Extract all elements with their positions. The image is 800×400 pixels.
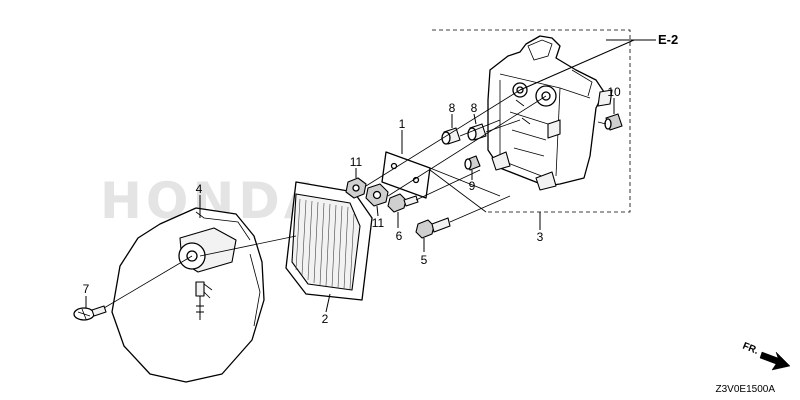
- callout-4: 4: [196, 182, 203, 196]
- leader-lines: [85, 39, 656, 313]
- bolt-6: [387, 193, 419, 213]
- air-filter-element: [285, 181, 373, 301]
- grommet-9: [464, 155, 481, 171]
- collar-8-left: [441, 127, 461, 145]
- front-direction-indicator: FR.: [741, 341, 791, 371]
- plate-1: [381, 151, 431, 199]
- nut-11-lower: [365, 183, 389, 207]
- grommet-10: [604, 113, 623, 131]
- callout-8-right: 8: [471, 101, 478, 115]
- collar-8-right: [467, 123, 487, 141]
- assembly-boundary: [432, 29, 631, 213]
- callout-7: 7: [83, 282, 90, 296]
- callout-2: 2: [322, 312, 329, 326]
- callout-5: 5: [421, 253, 428, 267]
- callout-3: 3: [537, 230, 544, 244]
- callout-6: 6: [396, 229, 403, 243]
- callout-11-lower: 11: [372, 216, 385, 230]
- air-cleaner-cover: [111, 207, 265, 383]
- callout-8-left: 8: [449, 101, 456, 115]
- callout-1: 1: [399, 117, 406, 131]
- callout-9: 9: [469, 179, 476, 193]
- reference-label: E-2: [658, 32, 678, 47]
- front-arrow-icon: [759, 351, 791, 371]
- callout-10: 10: [607, 85, 621, 99]
- screw-7: [73, 305, 107, 321]
- nut-11-upper: [345, 177, 367, 199]
- drawing-code: Z3V0E1500A: [716, 384, 776, 395]
- front-label: FR.: [741, 341, 760, 357]
- callout-11-upper: 11: [350, 155, 363, 169]
- air-cleaner-case: [487, 35, 613, 191]
- assembly-lines: [103, 89, 607, 309]
- bolt-5: [415, 217, 451, 239]
